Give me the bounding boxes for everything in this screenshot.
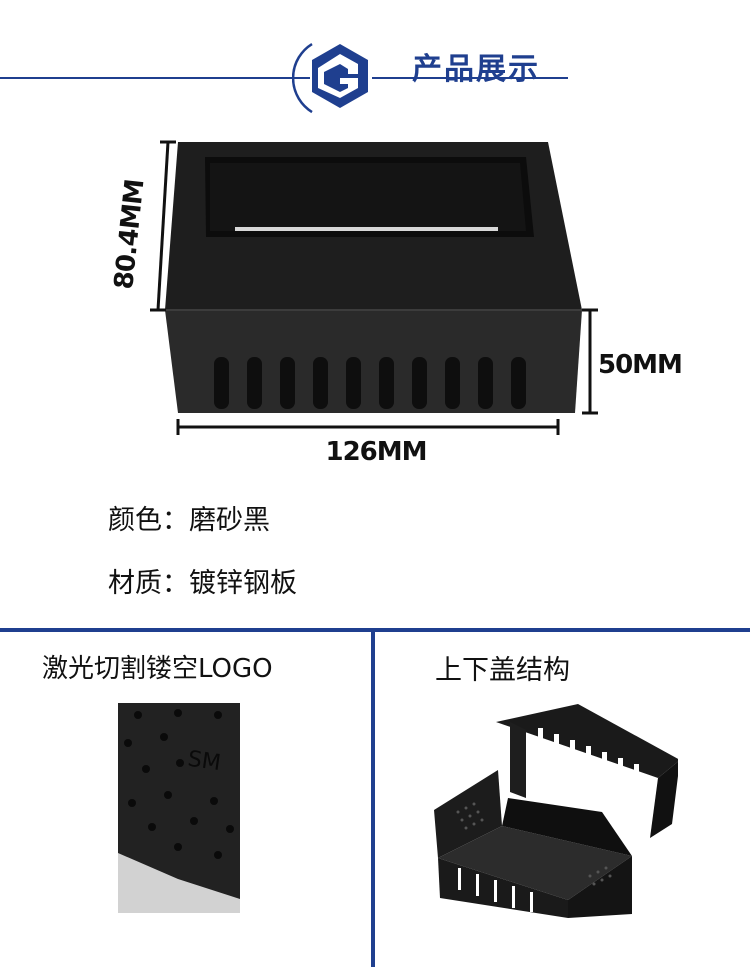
- section-title: 产品展示: [412, 52, 540, 87]
- horizontal-divider: [0, 628, 750, 632]
- vertical-divider: [371, 628, 375, 967]
- box-front-face: [165, 310, 582, 413]
- header-rule-left: [0, 77, 310, 79]
- dim-label-height: 80.4MM: [109, 178, 150, 290]
- panel-title-laser-logo: 激光切割镂空LOGO: [42, 654, 273, 684]
- vent-slots: [214, 357, 526, 409]
- panel-title-lid-structure: 上下盖结构: [435, 655, 570, 686]
- g-logo-icon: [292, 42, 368, 114]
- hole-pattern: [124, 709, 234, 859]
- dim-line-height: [156, 141, 170, 311]
- lid-structure-photo: [434, 704, 678, 918]
- laser-logo-photo: SM: [118, 703, 240, 913]
- spec-material: 材质：镀锌钢板: [108, 568, 297, 599]
- spec-color: 颜色：磨砂黑: [108, 505, 270, 536]
- laser-logo-text: SM: [186, 747, 222, 776]
- header-rule-right: [372, 77, 568, 79]
- dim-label-width: 126MM: [325, 437, 426, 467]
- product-figure: 80.4MM 50MM 126MM: [109, 140, 683, 467]
- dim-label-side: 50MM: [598, 350, 682, 380]
